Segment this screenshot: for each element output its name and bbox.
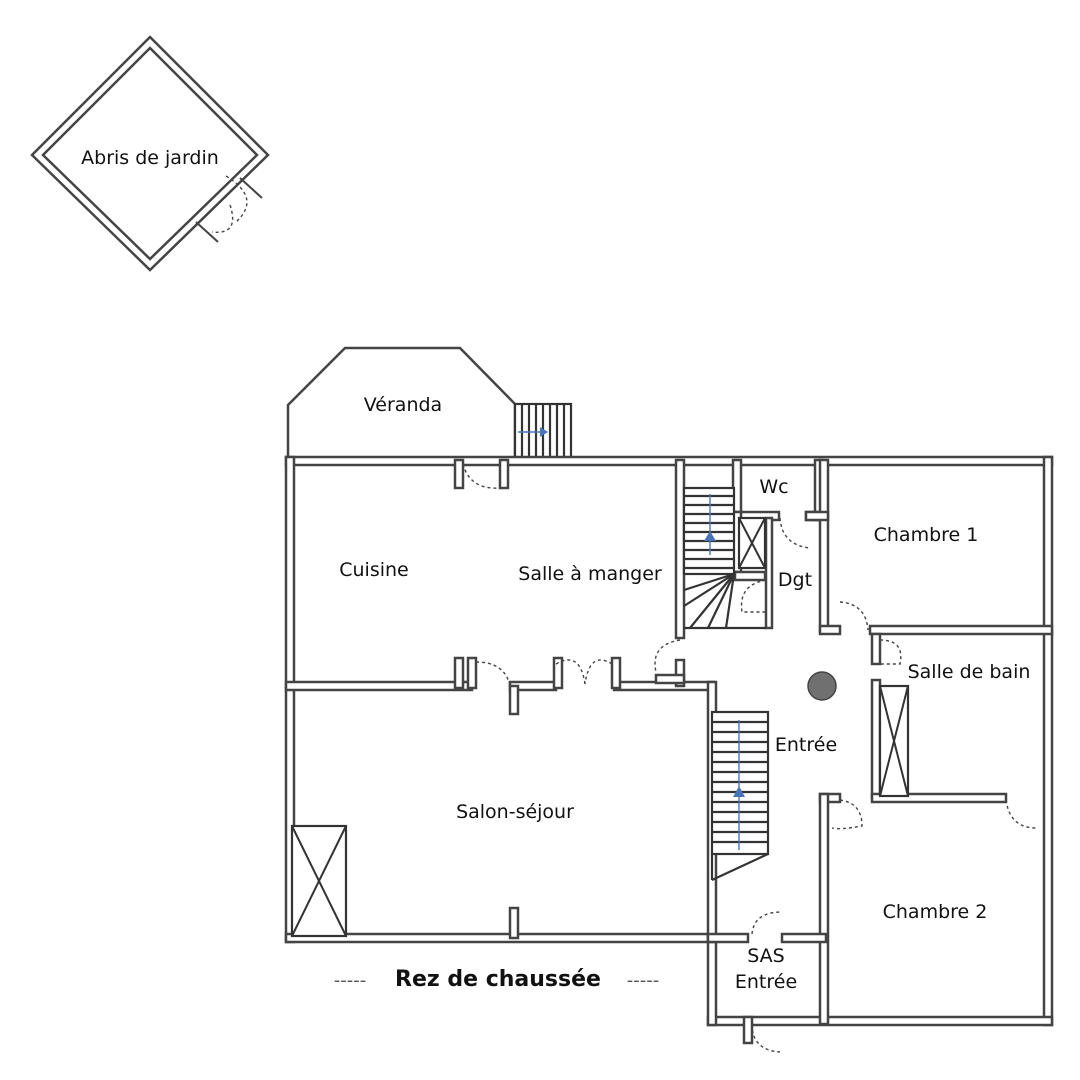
sas-label-line1: SAS [747, 945, 784, 967]
veranda-stairs [513, 402, 573, 462]
chambre1-label: Chambre 1 [874, 524, 979, 546]
salle-a-manger-label: Salle à manger [518, 563, 662, 585]
salon-label: Salon-séjour [456, 801, 574, 823]
abris-label: Abris de jardin [81, 147, 219, 169]
salle-de-bain-label: Salle de bain [908, 661, 1031, 683]
cuisine-label: Cuisine [339, 559, 409, 581]
entry-hall-door-swing [654, 639, 681, 673]
kitchen-salon-door-swing [475, 661, 511, 687]
shed-door [195, 175, 263, 243]
sas-label-line2: Entrée [735, 971, 797, 993]
double-door-left-swing [555, 659, 586, 685]
dgt-door-swing [740, 579, 767, 613]
title-dashes-right: ----- [627, 970, 659, 991]
pillar [807, 671, 837, 701]
doors [462, 463, 1037, 1053]
chambre1-door-swing [839, 601, 869, 631]
chambre2-door-swing [831, 799, 863, 830]
title-dashes-left: ----- [334, 970, 366, 991]
main-staircase [682, 486, 766, 630]
wc-label: Wc [759, 476, 788, 498]
wc-door-swing [779, 517, 811, 549]
floor-title: Rez de chaussée [395, 967, 601, 992]
chambre2-label: Chambre 2 [883, 901, 988, 923]
bathroom-door-swing [879, 639, 902, 665]
dgt-cupboard [737, 516, 767, 570]
double-door-right-swing [584, 659, 613, 685]
garden-shed [30, 35, 270, 272]
entry-staircase [710, 710, 770, 881]
bathroom-cupboard [878, 684, 910, 798]
dgt-label: Dgt [778, 569, 812, 591]
chambre2-window-swing [1005, 799, 1037, 829]
house-walls [284, 455, 1054, 1045]
veranda-label: Véranda [364, 394, 442, 416]
veranda-door-swing [462, 463, 501, 489]
salon-cupboard [290, 824, 348, 938]
sas-inner-door-swing [751, 911, 783, 935]
sas-outer-door-swing [751, 1023, 781, 1053]
entree-label: Entrée [775, 734, 837, 756]
